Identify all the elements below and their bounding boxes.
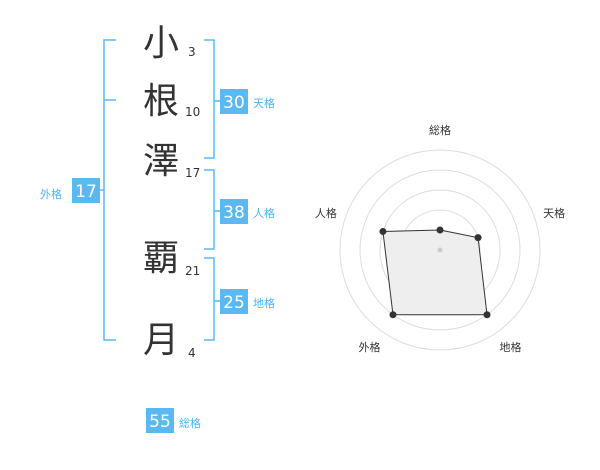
stroke-count-2: 10 [185,105,200,119]
name-char-5: 月 [143,320,179,361]
chikaku-label: 地格 [253,296,275,310]
stroke-count-5: 4 [188,346,196,360]
tenkaku-value: 30 [223,93,245,113]
radar-data-polygon [382,229,488,316]
jinkaku-bracket [204,169,220,250]
gaikaku-value: 17 [75,182,97,202]
radar-point-2 [474,234,482,242]
jinkaku-box [220,199,248,224]
gaikaku-label: 外格 [40,187,62,201]
name-char-1: 小 [143,23,179,64]
tenkaku-bracket [204,39,220,159]
radar-axis-label-2: 天格 [543,206,565,220]
soukaku-value: 55 [149,412,171,432]
chikaku-value: 25 [223,293,245,313]
radar-axis-label-5: 人格 [315,206,337,220]
name-char-3: 澤 [143,141,179,182]
radar-axis-label-1: 総格 [429,123,451,137]
name-char-2: 根 [143,81,179,122]
radar-axis-label-4: 外格 [358,340,380,354]
name-char-4: 覇 [143,238,179,279]
radar-axis-label-3: 地格 [500,340,522,354]
tenkaku-label: 天格 [253,96,275,110]
stroke-count-4: 21 [185,264,200,278]
chikaku-bracket [204,257,220,341]
radar-point-3 [483,311,491,319]
gaikaku-box [72,178,100,203]
tenkaku-box [220,89,248,114]
radar-point-4 [389,311,397,319]
soukaku-label: 総格 [179,416,201,430]
radar-ring-4 [359,169,521,331]
stroke-count-3: 17 [185,166,200,180]
jinkaku-value: 38 [223,203,245,223]
stroke-count-1: 3 [188,45,196,59]
radar-point-1 [436,226,444,234]
jinkaku-label: 人格 [253,206,275,220]
radar-center [437,247,443,253]
chikaku-box [220,289,248,314]
soukaku-box [146,408,174,433]
radar-ring-5 [339,149,541,351]
radar-point-5 [379,227,387,235]
